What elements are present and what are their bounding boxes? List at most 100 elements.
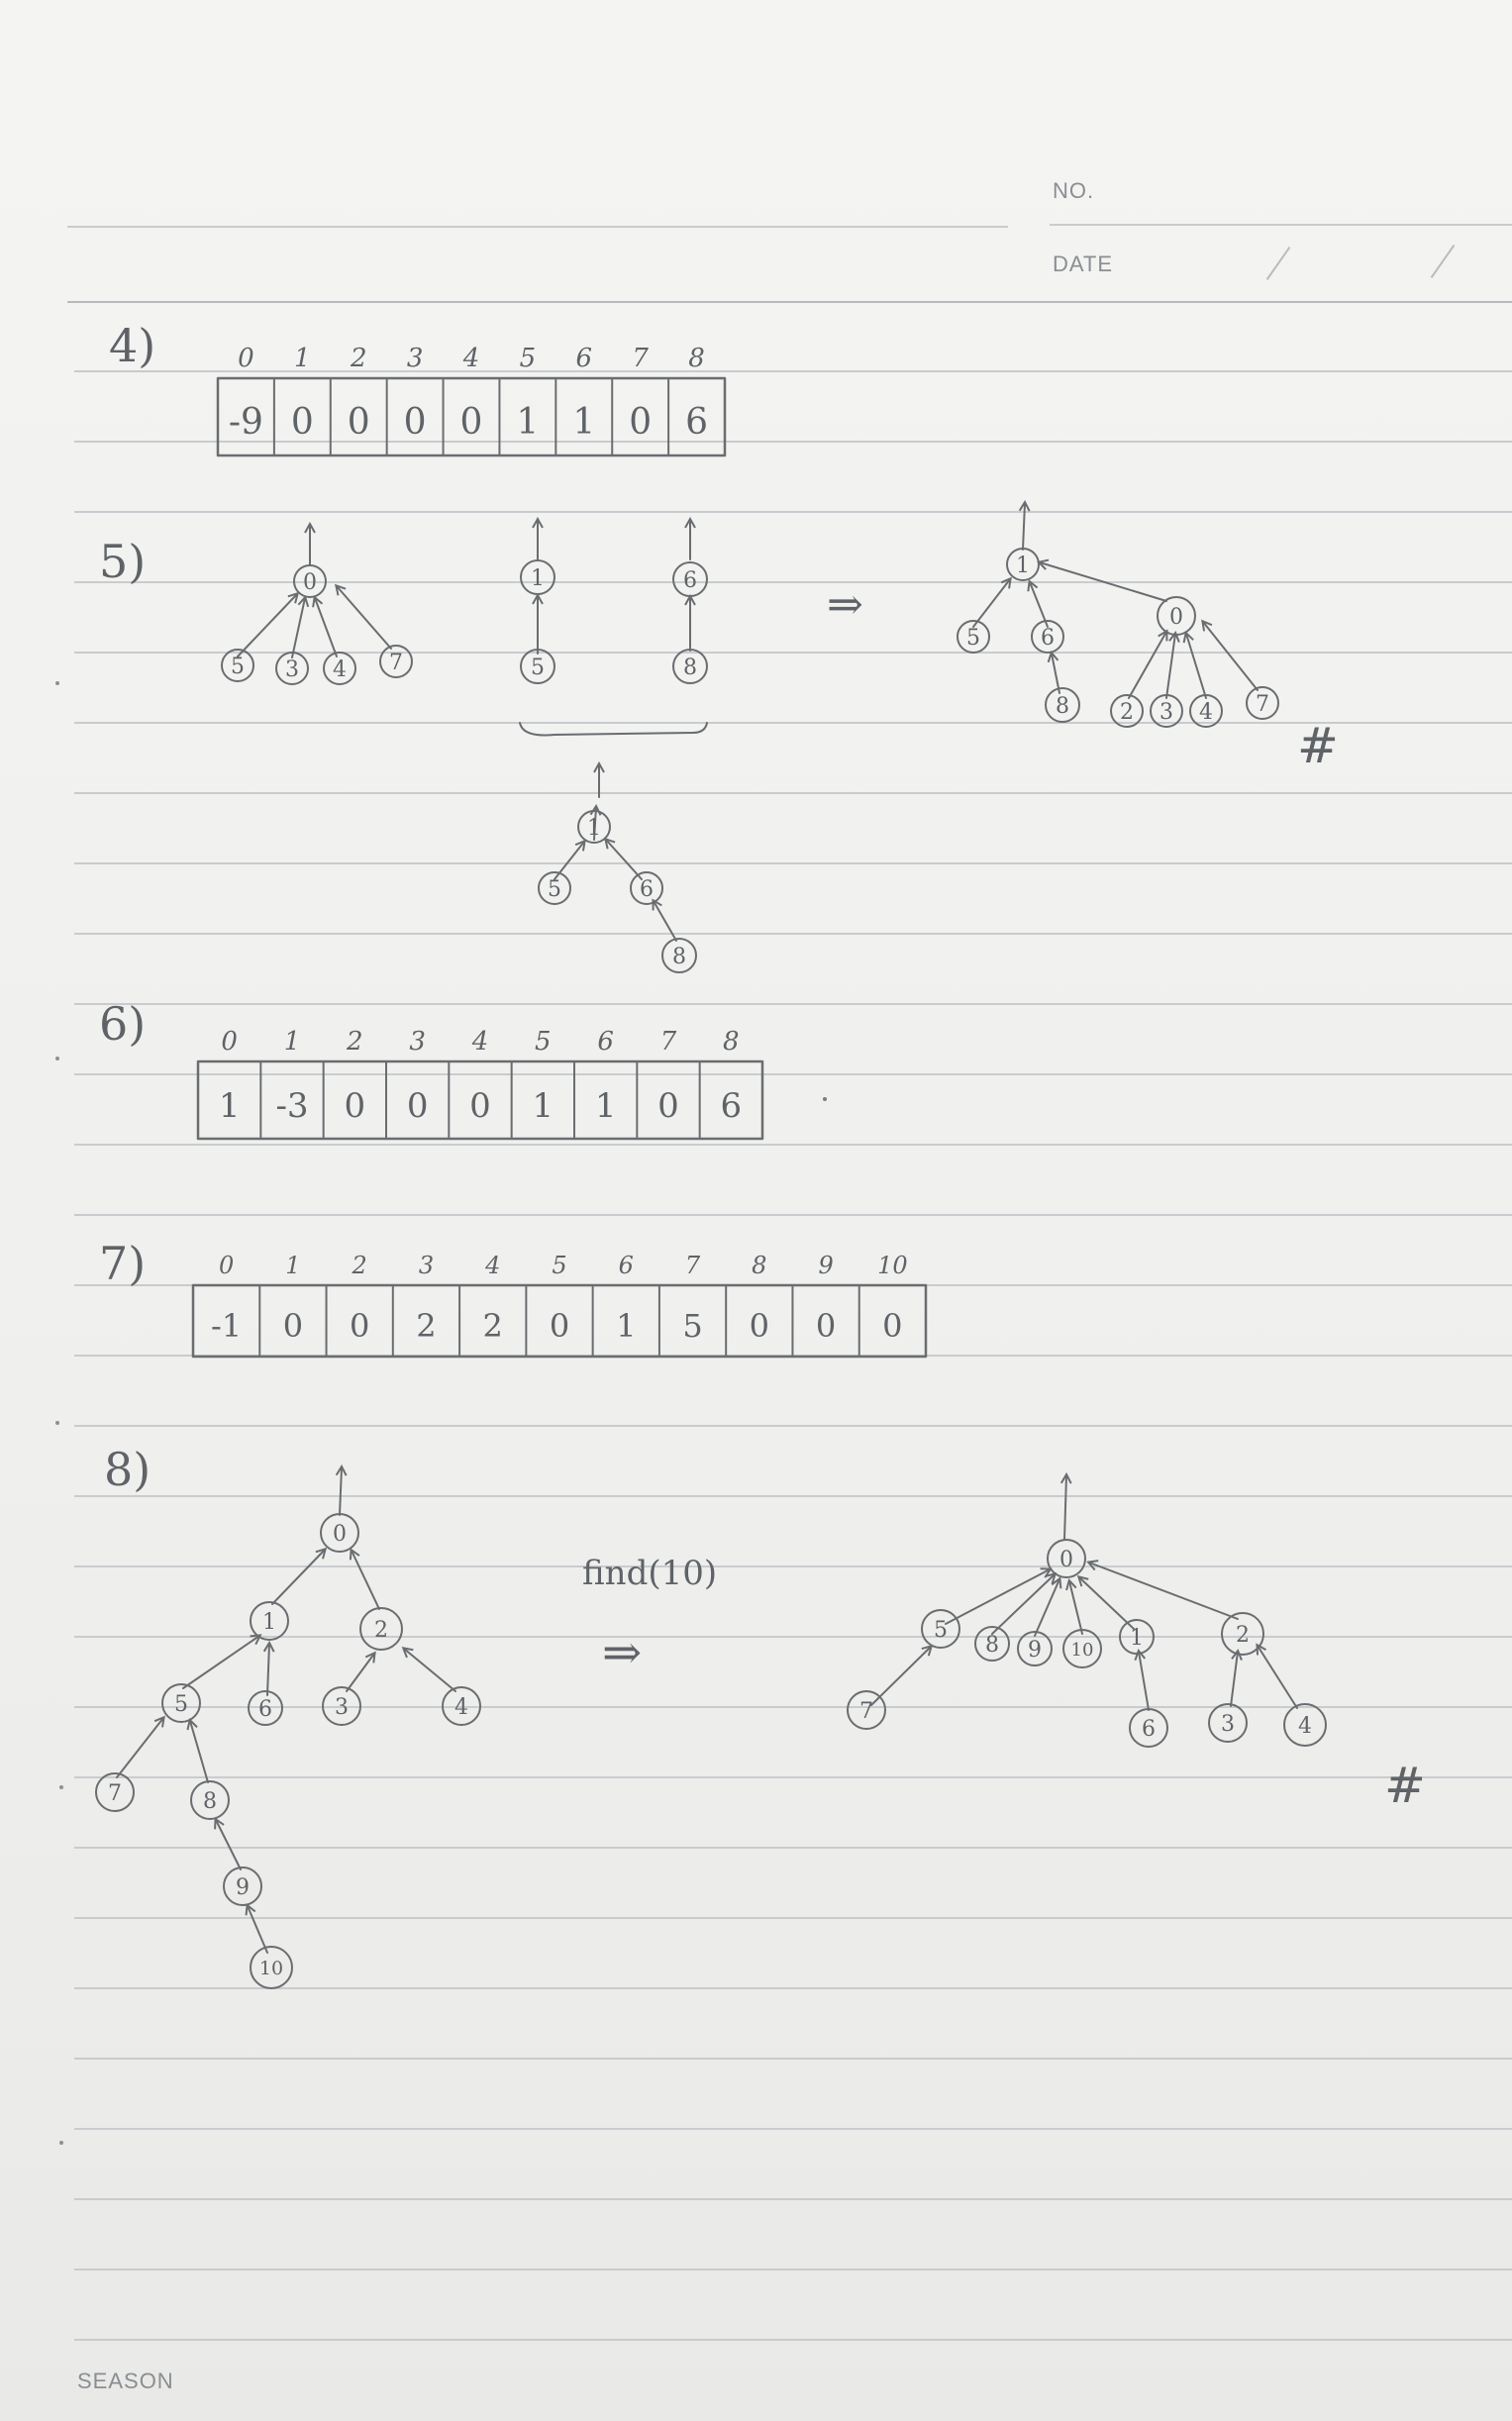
node-label: 1 — [531, 566, 545, 591]
array-value: 0 — [404, 402, 427, 443]
node-label: 4 — [1298, 1714, 1312, 1739]
array-value: 0 — [350, 1307, 369, 1345]
array-frame — [191, 1283, 928, 1359]
array-value: 0 — [407, 1086, 429, 1126]
array-index: 3 — [419, 1252, 434, 1279]
node-label: 10 — [259, 1958, 283, 1979]
array-index: 5 — [520, 344, 537, 373]
tree-node: 1 — [1119, 1619, 1155, 1655]
node-label: 6 — [1041, 626, 1055, 651]
margin-dot — [59, 2141, 63, 2145]
array-value: 0 — [882, 1307, 902, 1345]
node-label: 4 — [454, 1695, 468, 1720]
node-label: 6 — [683, 568, 697, 593]
tree-node: 3 — [1150, 694, 1183, 728]
node-label: 7 — [1256, 692, 1269, 717]
node-label: 0 — [1169, 605, 1183, 630]
tree-node: 5 — [921, 1609, 960, 1649]
tree-5-a: 0 5 3 4 7 — [221, 525, 413, 685]
tree-node: 2 — [359, 1607, 403, 1651]
margin-dot — [55, 681, 59, 685]
array-value: 0 — [469, 1086, 491, 1126]
array-index: 4 — [484, 1252, 500, 1279]
brand-logo: SEASON — [77, 2369, 174, 2393]
tree-8-after: 0 5 8 9 10 1 2 7 6 3 4 — [847, 1475, 1327, 1748]
tree-node: 3 — [275, 652, 309, 685]
tree-node: 7 — [1246, 686, 1279, 720]
array-index: 6 — [619, 1252, 634, 1279]
tree-5-c: 6 8 — [672, 520, 708, 684]
array-value: 0 — [550, 1307, 569, 1345]
array-value: 0 — [657, 1086, 679, 1126]
tree-node: 2 — [1221, 1612, 1264, 1656]
tree-node: 4 — [1283, 1703, 1327, 1747]
array-value: -1 — [211, 1307, 242, 1345]
array-value: 0 — [629, 402, 652, 443]
array-value: 0 — [345, 1086, 366, 1126]
array-value: 1 — [616, 1307, 636, 1345]
node-label: 2 — [1236, 1623, 1250, 1648]
array-value: 0 — [460, 402, 483, 443]
tree-node: 8 — [661, 938, 697, 973]
tree-node: 2 — [1110, 694, 1144, 728]
array-value: 2 — [483, 1307, 503, 1345]
array-value: 6 — [721, 1086, 743, 1126]
array-value: 0 — [348, 402, 370, 443]
node-label: 9 — [236, 1875, 250, 1900]
array-value: 0 — [816, 1307, 836, 1345]
node-label: 3 — [1221, 1712, 1235, 1737]
array-value: 2 — [416, 1307, 436, 1345]
tree-node: 8 — [974, 1626, 1010, 1662]
tree-node: 5 — [520, 649, 555, 684]
array-index: 2 — [350, 344, 367, 373]
node-label: 5 — [934, 1618, 948, 1643]
union-brace — [519, 722, 708, 737]
tree-5-result: 1 5 6 0 8 2 3 4 7 — [957, 503, 1279, 728]
array-index: 7 — [660, 1027, 677, 1057]
tree-node: 7 — [379, 645, 413, 678]
margin-dot — [55, 1421, 59, 1425]
array-frame — [216, 376, 727, 457]
tree-node: 0 — [1157, 596, 1196, 636]
node-label: 10 — [1071, 1640, 1094, 1661]
stray-dot — [823, 1097, 827, 1101]
array-value: -9 — [229, 402, 263, 443]
node-label: 1 — [587, 816, 601, 841]
tree-node: 0 — [293, 564, 327, 598]
tree-node: 6 — [248, 1690, 283, 1726]
array-index: 1 — [285, 1252, 300, 1279]
array-index: 9 — [818, 1252, 833, 1279]
array-index: 7 — [685, 1252, 701, 1279]
node-label: 8 — [672, 945, 686, 969]
node-label: 3 — [285, 657, 299, 682]
array-index: 3 — [409, 1027, 426, 1057]
array-index: 5 — [552, 1252, 566, 1279]
tree-node: 6 — [1031, 620, 1064, 654]
tree-node: 3 — [1208, 1703, 1248, 1743]
array-index: 4 — [462, 344, 480, 373]
tree-node: 4 — [323, 652, 356, 685]
tree-node: 0 — [1047, 1539, 1086, 1578]
tree-node: 0 — [320, 1513, 359, 1553]
tree-node: 10 — [1062, 1629, 1102, 1668]
node-label: 8 — [985, 1633, 999, 1658]
problem-7-label: 7) — [99, 1237, 146, 1290]
tree-node: 4 — [442, 1686, 481, 1726]
tree-node: 8 — [672, 649, 708, 684]
array-index: 1 — [294, 344, 311, 373]
array-value: 0 — [291, 402, 314, 443]
array-index: 3 — [407, 344, 424, 373]
tree-node: 6 — [672, 561, 708, 597]
node-label: 7 — [389, 651, 403, 675]
array-value: 0 — [750, 1307, 769, 1345]
node-label: 1 — [1130, 1626, 1144, 1651]
node-label: 0 — [333, 1522, 347, 1547]
date-label: DATE — [1053, 252, 1114, 276]
array-index: 7 — [632, 344, 649, 373]
array-value: 1 — [516, 402, 539, 443]
array-index: 2 — [352, 1252, 367, 1279]
